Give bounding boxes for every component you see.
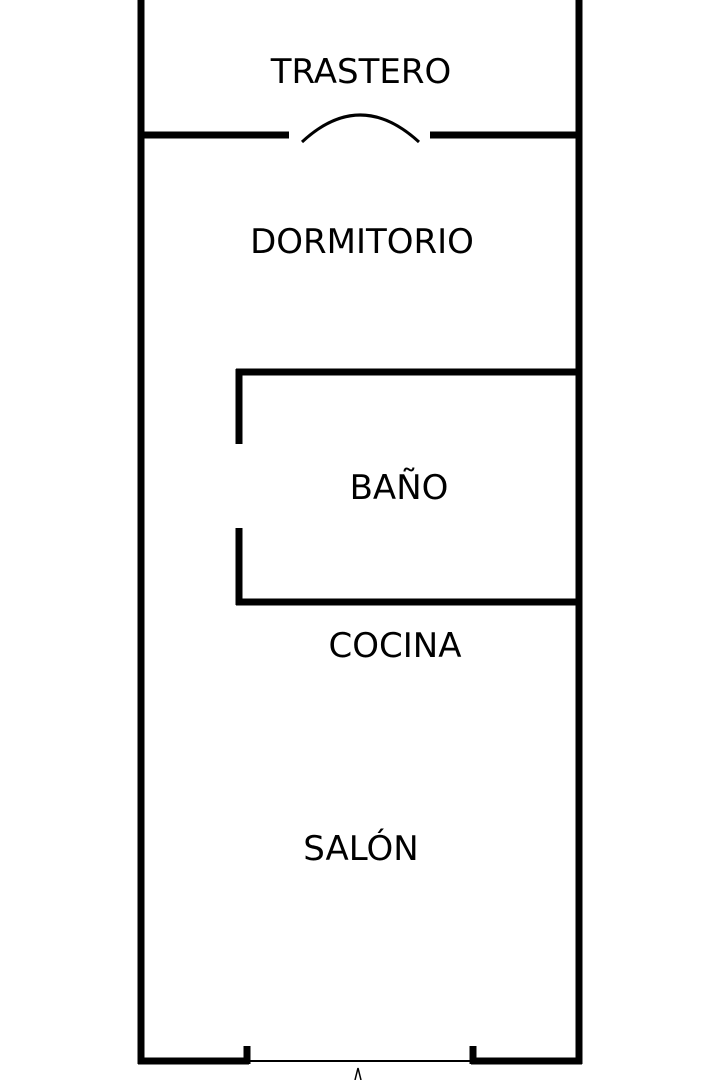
room-label-dormitorio: DORMITORIO [250, 222, 474, 262]
entrance-arrow-icon [354, 1067, 362, 1080]
room-label-trastero: TRASTERO [270, 52, 452, 92]
room-label-cocina: COCINA [329, 626, 462, 666]
room-label-bano: BAÑO [350, 468, 449, 508]
room-label-salon: SALÓN [303, 828, 418, 869]
door-arc-icon [300, 113, 421, 144]
